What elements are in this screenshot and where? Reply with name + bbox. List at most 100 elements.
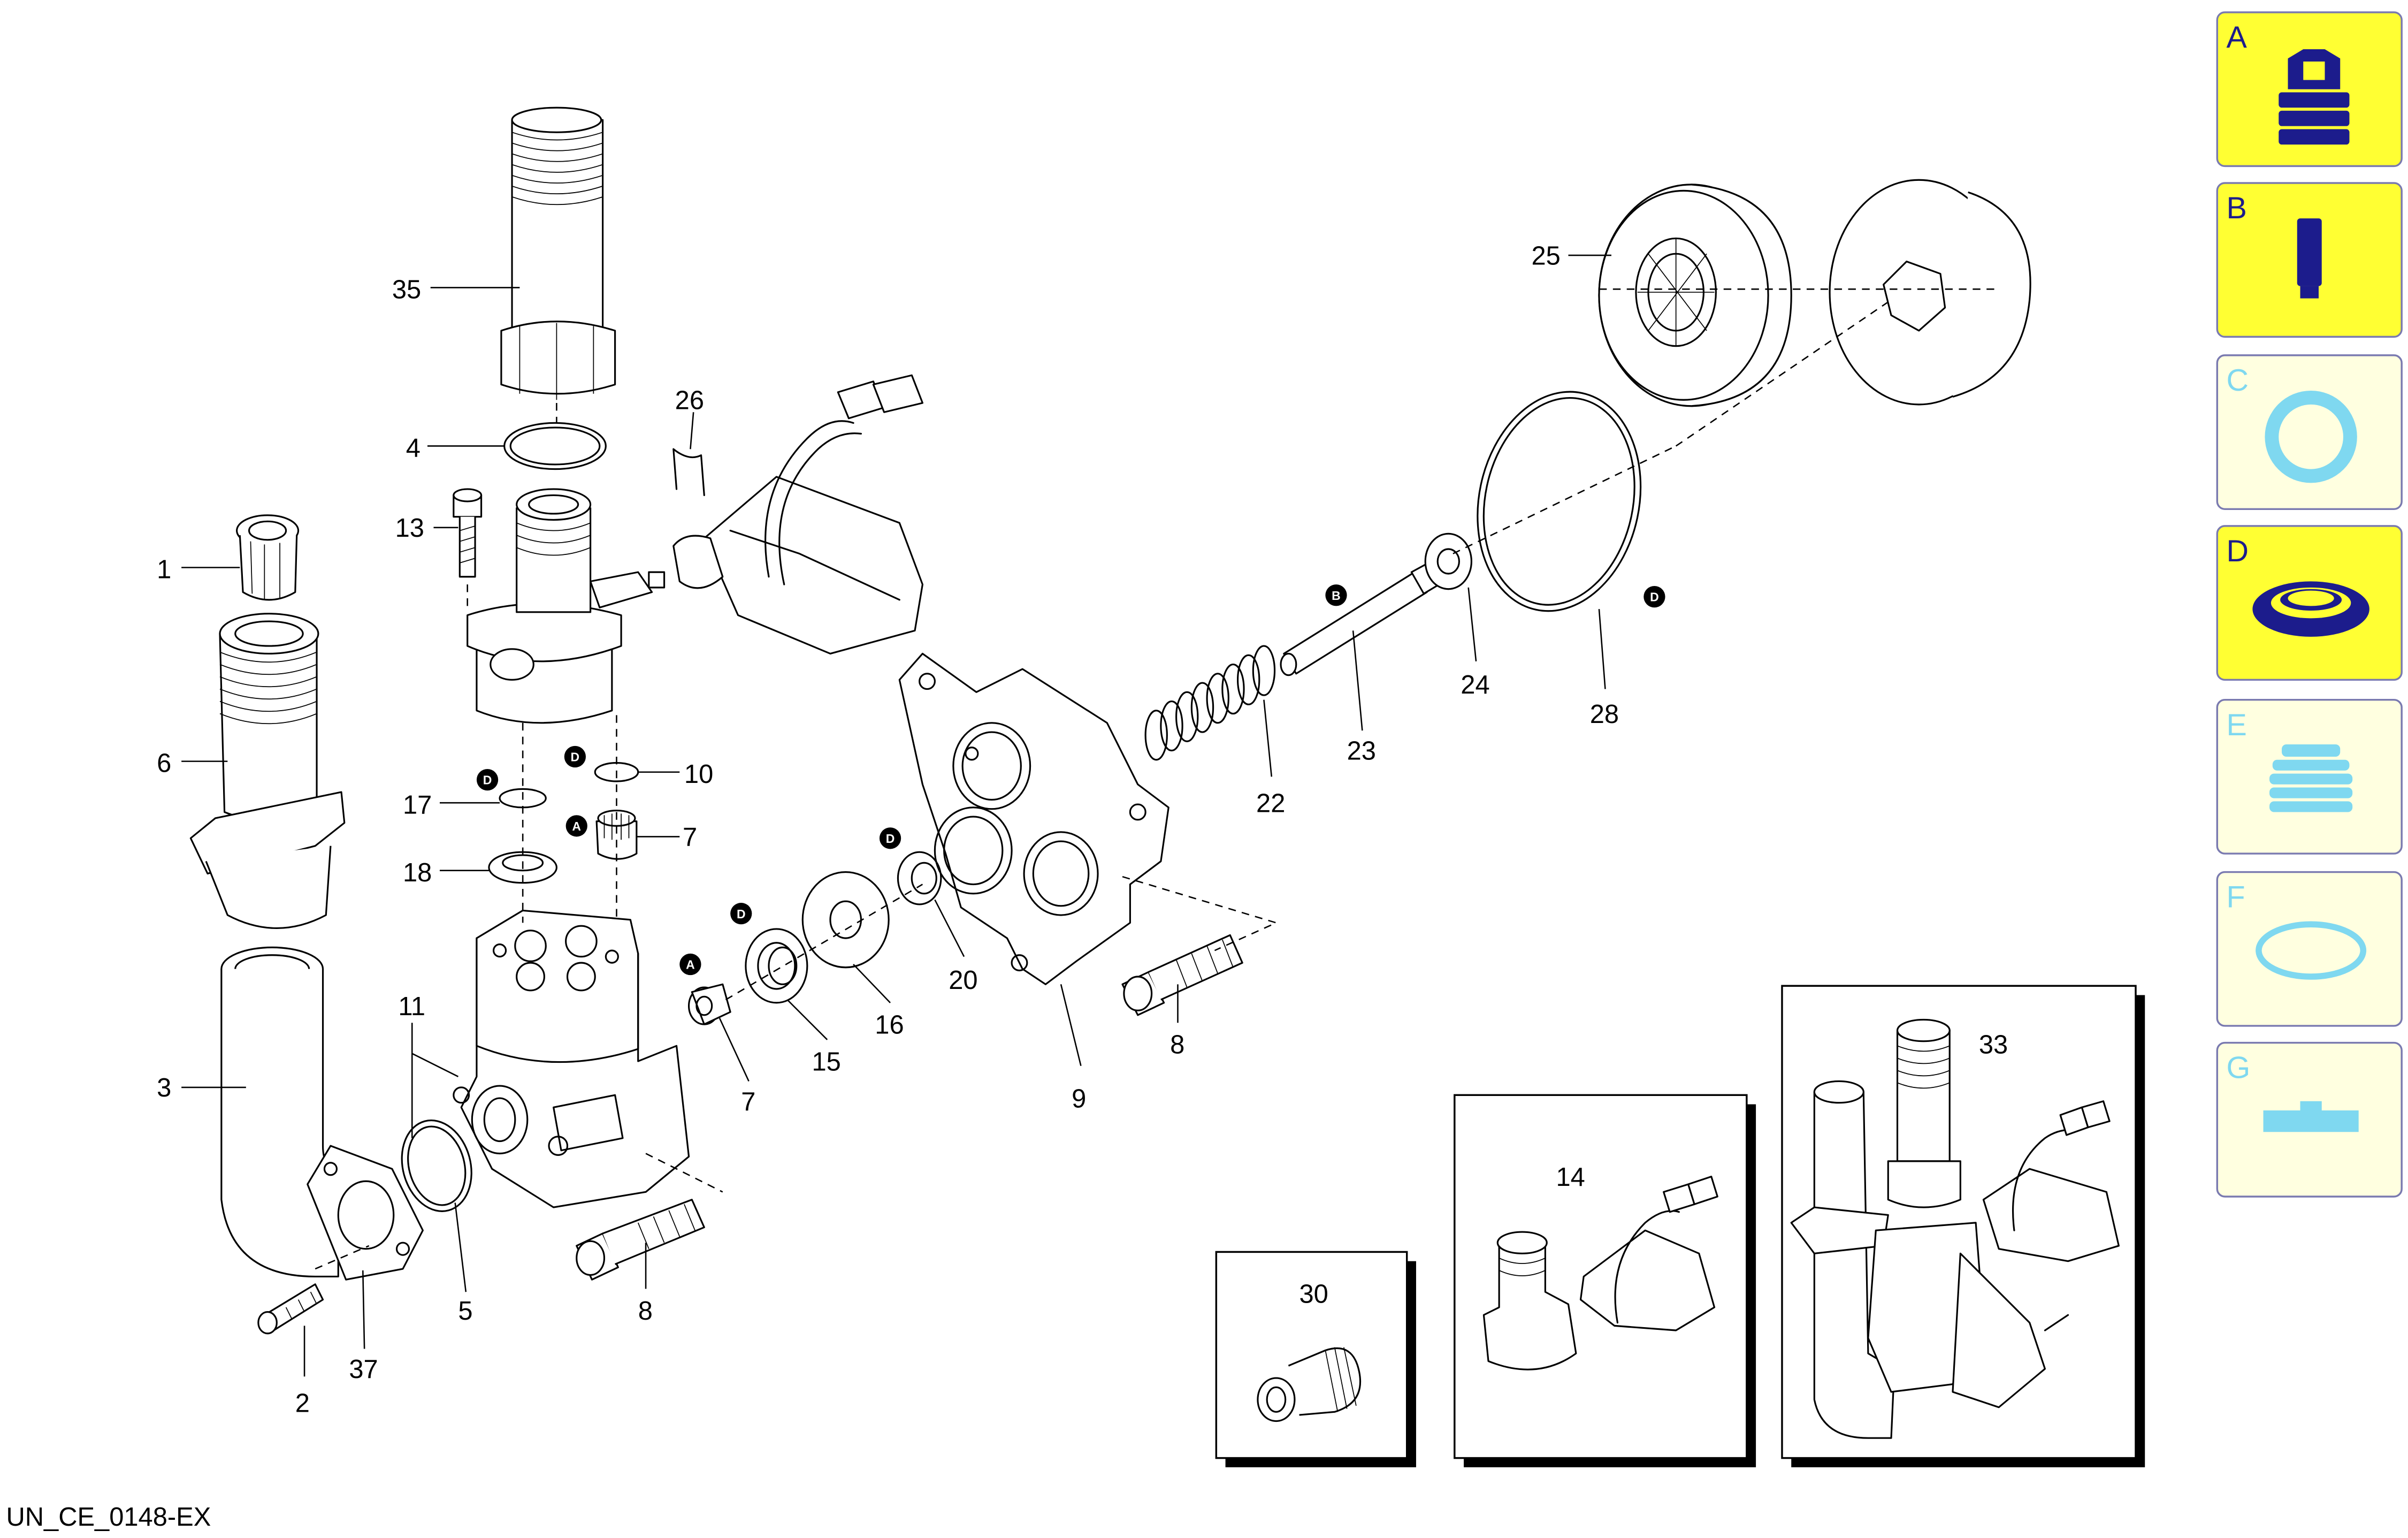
svg-text:D: D [1650, 590, 1659, 604]
label-16: 16 [875, 1010, 904, 1039]
label-28: 28 [1590, 700, 1619, 729]
part-26-clip [672, 448, 705, 497]
drawing-code: UN_CE_0148-EX [6, 1503, 211, 1532]
nozzle-icon [2279, 49, 2350, 145]
svg-text:D: D [886, 832, 895, 846]
svg-text:F: F [2227, 880, 2245, 915]
part-20-seal [897, 851, 942, 905]
svg-text:C: C [2227, 363, 2249, 398]
part-16-washer [801, 871, 890, 969]
part-28-large-o-ring [1477, 391, 1642, 612]
label-11: 11 [398, 992, 425, 1021]
label-33: 33 [1979, 1031, 2008, 1060]
label-3: 3 [157, 1073, 171, 1102]
legend-panel-f[interactable]: F [2216, 871, 2403, 1027]
label-8-lower: 8 [638, 1297, 653, 1326]
badge-d-20: D [879, 827, 901, 849]
part-24-seal [1424, 532, 1472, 590]
part-7-nozzle-lower [687, 983, 731, 1025]
part-valve-block-upper [467, 488, 666, 724]
label-2: 2 [295, 1389, 310, 1418]
svg-text:E: E [2227, 708, 2247, 742]
legend-panel-c[interactable]: C [2216, 354, 2403, 511]
svg-text:D: D [483, 773, 492, 787]
svg-text:B: B [2227, 191, 2247, 225]
part-25-bearing [1598, 184, 1792, 407]
part-15-oil-seal [745, 928, 808, 1004]
clip-icon [2263, 1101, 2359, 1132]
label-7-lower: 7 [741, 1087, 755, 1116]
part-8-bolt-right [1121, 934, 1243, 1016]
label-8-right: 8 [1170, 1031, 1184, 1060]
badge-d-17: D [476, 769, 499, 791]
part-pressure-sensor-with-cable [672, 374, 923, 655]
label-1: 1 [157, 555, 171, 584]
legend-panel-g[interactable]: G [2216, 1041, 2403, 1198]
label-26: 26 [675, 386, 704, 415]
svg-text:A: A [2227, 20, 2248, 55]
label-30: 30 [1299, 1280, 1328, 1308]
label-9: 9 [1072, 1084, 1086, 1113]
label-20: 20 [949, 966, 977, 995]
cylinder-pin-icon [2297, 218, 2322, 299]
badge-b-23: B [1325, 584, 1347, 606]
label-25: 25 [1532, 241, 1561, 270]
flat-gasket-icon [2265, 390, 2357, 483]
part-2-bolt [257, 1283, 324, 1335]
part-pump-head [453, 909, 690, 1208]
svg-text:G: G [2227, 1051, 2251, 1085]
part-number-labels: 35 4 13 1 26 6 17 18 10 7 11 3 5 2 37 8 … [157, 241, 2008, 1418]
assembly-dashed-lines [315, 288, 1999, 1270]
badge-d-15: D [730, 903, 752, 925]
part-6-connector [189, 613, 346, 929]
badge-a-7-lower: A [679, 953, 701, 976]
label-17: 17 [403, 790, 432, 819]
legend-panel-b[interactable]: B [2216, 182, 2403, 338]
inset-box-14 [1454, 1094, 1756, 1467]
label-23: 23 [1347, 737, 1376, 766]
part-8-bolt-lower [576, 1199, 705, 1281]
label-18: 18 [403, 858, 432, 887]
part-5-o-ring [401, 1120, 472, 1212]
svg-text:A: A [572, 819, 581, 833]
svg-text:D: D [2227, 534, 2249, 568]
part-rotor-disc [1829, 179, 2031, 406]
label-24: 24 [1461, 671, 1489, 699]
badge-a-7-upper: A [565, 815, 587, 837]
legend-panel-e[interactable]: E [2216, 698, 2403, 855]
part-3-elbow-pipe [220, 946, 339, 1278]
label-37: 37 [349, 1355, 378, 1384]
label-13: 13 [395, 514, 424, 543]
part-1-fitting [236, 514, 300, 601]
label-7-upper: 7 [683, 823, 697, 852]
svg-text:A: A [686, 958, 695, 972]
label-14: 14 [1556, 1163, 1585, 1192]
label-22: 22 [1256, 789, 1285, 818]
badge-d-28: D [1643, 585, 1665, 608]
bellows-icon [2269, 744, 2353, 812]
legend-panel-a[interactable]: A [2216, 11, 2403, 167]
part-35-threaded-tube [500, 106, 616, 400]
label-5: 5 [458, 1297, 472, 1326]
badge-d-10: D [564, 745, 586, 768]
svg-text:D: D [571, 750, 580, 764]
oil-seal-icon [2252, 581, 2369, 637]
svg-text:D: D [737, 907, 746, 921]
label-6: 6 [157, 749, 171, 778]
legend-panel-d[interactable]: D [2216, 525, 2403, 681]
category-legend: A B C [2216, 11, 2403, 1198]
leader-lines [181, 254, 1997, 1377]
category-badges: D D A A D D B D [476, 584, 1665, 976]
o-ring-icon [2256, 921, 2367, 980]
part-9-housing-plate [898, 652, 1169, 985]
part-22-spring [1144, 645, 1276, 761]
part-4-o-ring [503, 422, 607, 470]
part-13-bolt [453, 488, 483, 578]
label-4: 4 [406, 434, 421, 463]
svg-text:B: B [1332, 589, 1341, 603]
inset-box-30 [1215, 1251, 1416, 1467]
inset-box-33 [1781, 985, 2145, 1467]
label-15: 15 [812, 1047, 840, 1076]
label-10: 10 [684, 760, 713, 789]
